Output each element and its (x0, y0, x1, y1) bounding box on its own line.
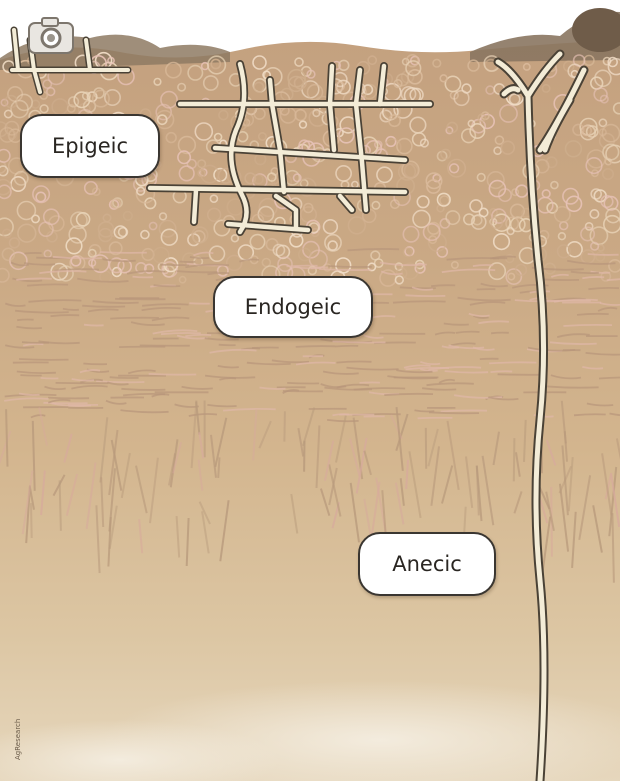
rootlet (31, 503, 32, 538)
camera-icon (26, 14, 76, 56)
soil-fiber (429, 412, 479, 413)
soil-fiber (599, 377, 620, 378)
soil-fiber (160, 265, 189, 266)
endogeic-label: Endogeic (213, 276, 373, 338)
soil-fiber (328, 266, 371, 267)
soil-fiber (41, 378, 59, 379)
soil-fiber (405, 295, 445, 296)
image-credit: AgResearch (14, 719, 22, 760)
soil-fiber (110, 318, 159, 319)
soil-fiber (491, 333, 509, 334)
soil-fiber (100, 252, 147, 253)
soil-fiber (110, 377, 139, 378)
soil-fiber (577, 314, 609, 315)
rootlet (284, 411, 285, 441)
soil-fiber (473, 265, 493, 266)
soil-fiber (337, 361, 372, 362)
soil-fiber (83, 364, 107, 365)
soil-fiber (491, 371, 513, 372)
soil-fiber (149, 374, 197, 375)
soil-fiber (48, 398, 89, 399)
soil-fiber (489, 362, 536, 363)
epigeic-label: Epigeic (20, 114, 160, 178)
rootlet (60, 480, 61, 530)
soil-fiber (154, 285, 181, 286)
rootlet (6, 409, 7, 466)
rootlet (218, 457, 219, 478)
rootlet (514, 438, 515, 481)
soil-fiber (431, 285, 455, 286)
soil-fiber (541, 279, 579, 280)
soil-fiber (287, 383, 319, 384)
soil-fiber (19, 359, 68, 360)
soil-fiber (133, 277, 154, 278)
soil-fiber (252, 347, 279, 348)
soil-fiber (418, 418, 453, 419)
soil-fiber (335, 346, 358, 347)
soil-fiber (22, 342, 49, 343)
soil-fiber (219, 345, 236, 346)
soil-fiber (319, 269, 371, 270)
soil-fiber (84, 325, 104, 326)
soil-fiber (574, 414, 606, 415)
soil-fiber (441, 410, 487, 411)
soil-fiber (25, 253, 42, 254)
anecic-label: Anecic (358, 532, 496, 596)
soil-fiber (588, 254, 619, 255)
soil-fiber (17, 319, 33, 320)
soil-fiber (296, 346, 336, 347)
soil-fiber (82, 306, 125, 307)
soil-fiber (287, 266, 318, 267)
